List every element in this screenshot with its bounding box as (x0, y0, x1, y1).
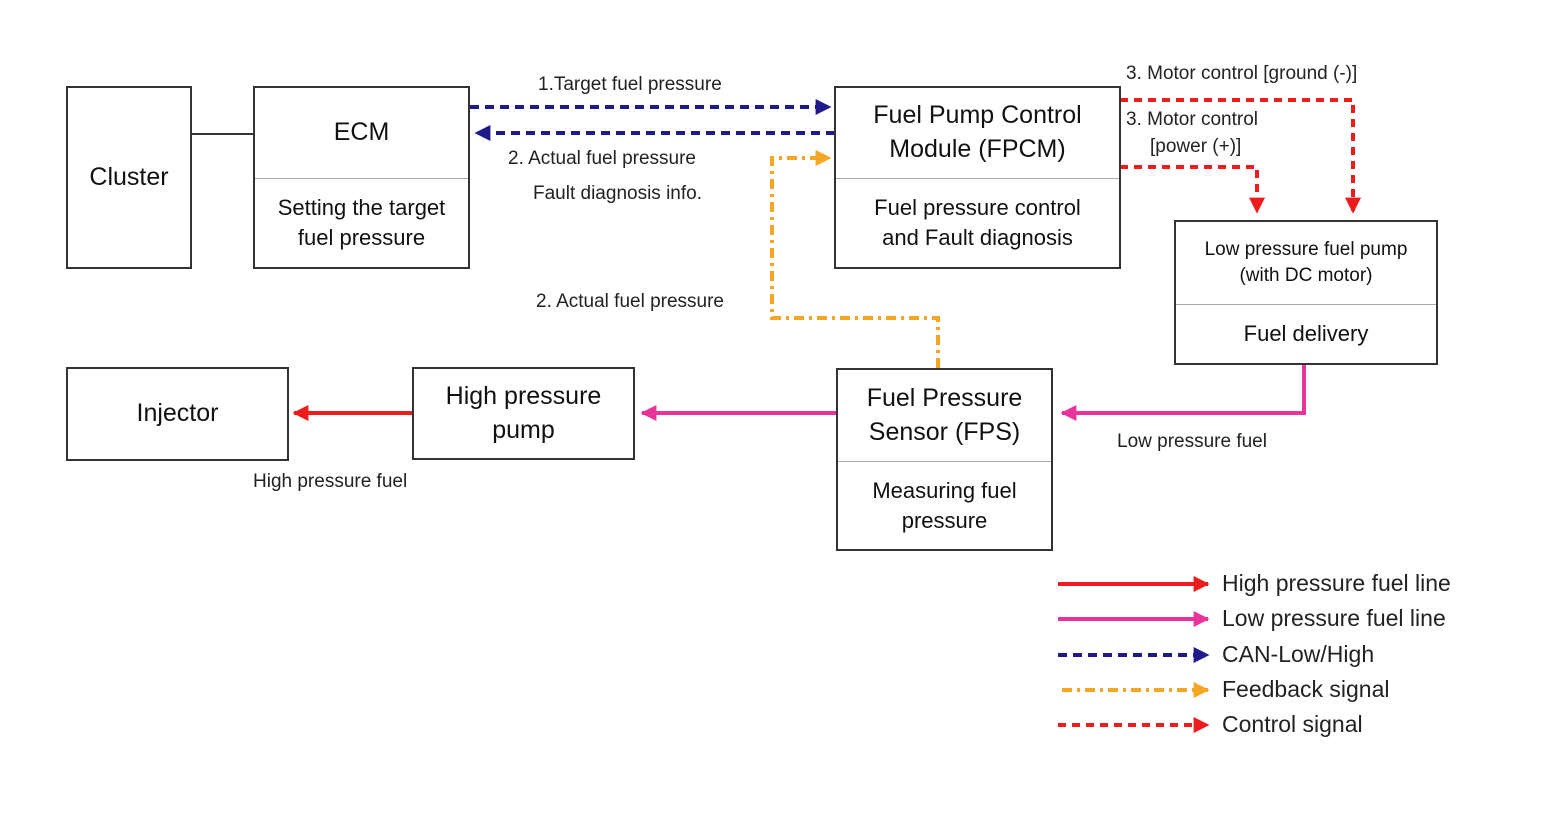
high-pressure-pump-title: High pressure pump (445, 381, 602, 444)
label-motor-control-power-1: 3. Motor control (1126, 109, 1258, 130)
label-actual-fuel-pressure-can: 2. Actual fuel pressure (508, 148, 696, 169)
legend-item-high-pressure: High pressure fuel line (1222, 570, 1451, 596)
cluster-box: Cluster (66, 86, 192, 269)
label-low-pressure-fuel: Low pressure fuel (1117, 431, 1267, 452)
fpcm-box: Fuel Pump Control Module (FPCM) Fuel pre… (834, 86, 1121, 269)
ecm-box: ECM Setting the target fuel pressure (253, 86, 470, 269)
fps-divider (838, 461, 1051, 462)
ecm-function: Setting the target fuel pressure (277, 195, 446, 250)
low-pressure-pump-box: Low pressure fuel pump (with DC motor) F… (1174, 220, 1438, 365)
legend-item-can: CAN-Low/High (1222, 641, 1375, 667)
fps-title: Fuel Pressure Sensor (FPS) (866, 383, 1023, 446)
fps-function: Measuring fuel pressure (872, 477, 1017, 533)
label-high-pressure-fuel: High pressure fuel (253, 471, 408, 492)
ecm-divider (255, 178, 468, 179)
low-pressure-pump-title: Low pressure fuel pump (with DC motor) (1204, 239, 1408, 286)
label-motor-control-ground: 3. Motor control [ground (-)] (1126, 63, 1358, 84)
motor-control-ground-line (1120, 98, 1361, 214)
label-actual-fuel-pressure-feedback: 2. Actual fuel pressure (536, 291, 724, 312)
ecm-title: ECM (333, 118, 390, 147)
feedback-signal-line (770, 150, 940, 368)
low-pressure-fuel-line-pump-to-fps (1060, 364, 1306, 421)
label-fault-diagnosis-info: Fault diagnosis info. (533, 183, 702, 204)
legend-item-control: Control signal (1222, 711, 1363, 737)
fps-box: Fuel Pressure Sensor (FPS) Measuring fue… (836, 368, 1053, 551)
legend-item-feedback: Feedback signal (1222, 676, 1390, 702)
injector-title: Injector (136, 399, 219, 428)
high-pressure-pump-box: High pressure pump (412, 367, 635, 460)
low-pressure-pump-function: Fuel delivery (1243, 321, 1369, 347)
fpcm-divider (836, 178, 1119, 179)
legend-item-low-pressure: Low pressure fuel line (1222, 605, 1446, 631)
label-target-fuel-pressure: 1.Target fuel pressure (538, 74, 722, 95)
label-motor-control-power-2: [power (+)] (1150, 136, 1242, 157)
motor-control-power-line (1120, 165, 1265, 214)
cluster-title: Cluster (89, 162, 169, 191)
injector-box: Injector (66, 367, 289, 461)
fpcm-function: Fuel pressure control and Fault diagnosi… (874, 195, 1081, 250)
low-pressure-pump-divider (1176, 304, 1436, 305)
fpcm-title: Fuel Pump Control Module (FPCM) (873, 101, 1082, 163)
